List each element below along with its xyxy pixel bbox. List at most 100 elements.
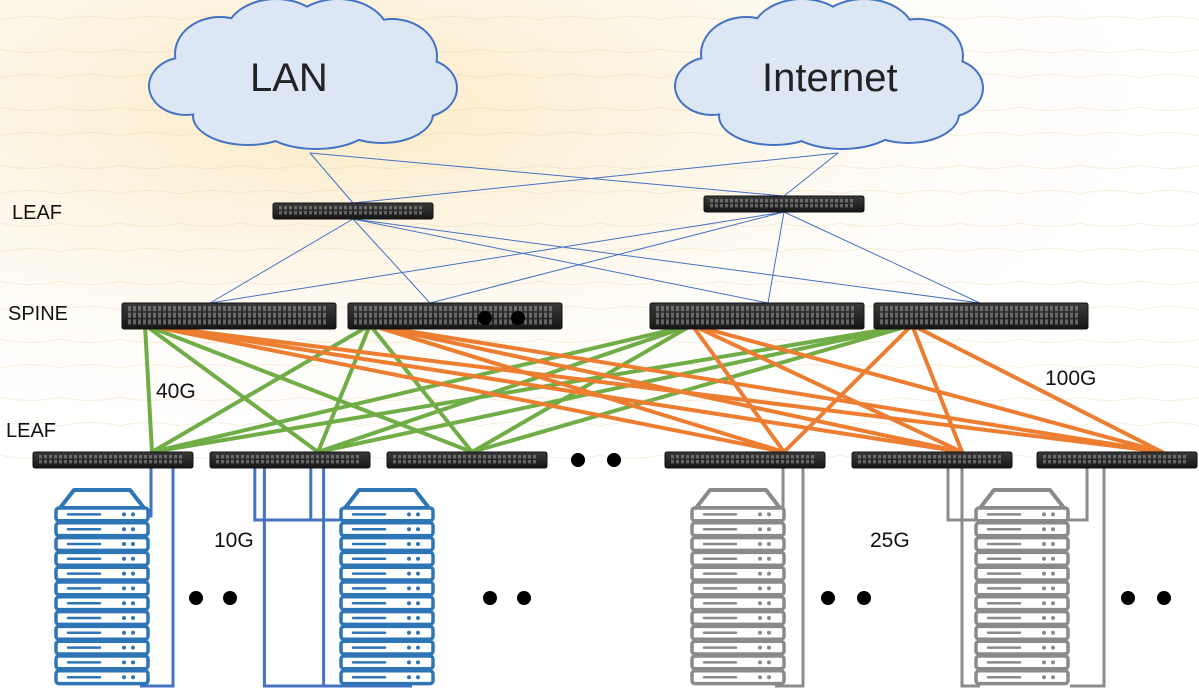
switch-port: [950, 319, 953, 325]
ellipsis-dot: [1157, 591, 1171, 605]
switch-port: [149, 455, 152, 459]
switch-port: [49, 460, 52, 464]
switch-port: [178, 319, 181, 325]
switch-port: [379, 206, 382, 210]
switch-port: [1093, 460, 1096, 464]
switch-port: [468, 460, 471, 464]
server-led: [767, 527, 771, 532]
switch-port: [1000, 312, 1003, 318]
server-unit: [690, 624, 786, 641]
switch-port: [780, 199, 783, 203]
switch-port: [291, 455, 294, 459]
uplink-lines: [209, 152, 981, 304]
cloud-body: [184, 38, 424, 122]
switch-port: [721, 319, 724, 325]
switch-port: [504, 306, 507, 312]
switch-port: [539, 312, 542, 318]
switch-port: [923, 455, 926, 459]
switch-port: [334, 206, 337, 210]
server-led: [758, 601, 762, 606]
switch-port: [1075, 312, 1078, 318]
switch-port: [414, 211, 417, 215]
leaf-switch-2: [209, 451, 371, 469]
server-led: [122, 527, 126, 532]
switch-port: [1020, 319, 1023, 325]
server-unit: [54, 669, 150, 686]
server-led: [407, 630, 411, 635]
switch-port: [529, 312, 532, 318]
switch-port: [815, 199, 818, 203]
switch-port: [299, 211, 302, 215]
switch-port: [324, 211, 327, 215]
switch-port: [208, 312, 211, 318]
switch-port: [846, 306, 849, 312]
switch-port: [549, 319, 552, 325]
switch-port: [276, 455, 279, 459]
switch-port: [800, 199, 803, 203]
switch-port: [289, 206, 292, 210]
switch-port: [233, 319, 236, 325]
switch-port: [504, 312, 507, 318]
server-led: [407, 527, 411, 532]
server-unit: [54, 639, 150, 656]
switch-port: [304, 206, 307, 210]
switch-port: [1030, 319, 1033, 325]
switch-port: [284, 211, 287, 215]
switch-port: [109, 460, 112, 464]
switch-port: [384, 211, 387, 215]
switch-port: [399, 211, 402, 215]
switch-port: [1078, 455, 1081, 459]
server-unit: [974, 624, 1070, 641]
switch-port: [513, 460, 516, 464]
switch-port: [883, 460, 886, 464]
switch-port: [369, 206, 372, 210]
switch-port: [331, 455, 334, 459]
switch-port: [341, 455, 344, 459]
switch-port: [1020, 306, 1023, 312]
server-led: [767, 512, 771, 517]
switch-port: [346, 455, 349, 459]
switch-port: [928, 460, 931, 464]
switch-port: [268, 306, 271, 312]
switch-port: [1070, 319, 1073, 325]
switch-port: [863, 460, 866, 464]
switch-port: [863, 455, 866, 459]
switch-port: [49, 455, 52, 459]
switch-port: [89, 460, 92, 464]
switch-port: [958, 455, 961, 459]
switch-port: [128, 312, 131, 318]
switch-port: [549, 312, 552, 318]
switch-port: [676, 312, 679, 318]
server-led: [416, 512, 420, 517]
server-top-cap: [978, 488, 1066, 510]
switch-port: [770, 204, 773, 208]
switch-port: [359, 312, 362, 318]
switch-port: [930, 312, 933, 318]
switch-port: [509, 319, 512, 325]
switch-port: [393, 460, 396, 464]
switch-port: [278, 312, 281, 318]
switch-port: [913, 455, 916, 459]
switch-port: [483, 460, 486, 464]
switch-port: [1163, 460, 1166, 464]
switch-port: [1148, 455, 1151, 459]
switch-port: [706, 455, 709, 459]
switch-port: [248, 306, 251, 312]
switch-port: [1068, 455, 1071, 459]
server-led: [1042, 675, 1046, 680]
server-unit: [339, 506, 435, 523]
switch-port: [84, 455, 87, 459]
switch-port: [221, 460, 224, 464]
switch-port: [820, 199, 823, 203]
switch-port: [124, 455, 127, 459]
switch-port: [1053, 455, 1056, 459]
server-led: [122, 675, 126, 680]
switch-port: [283, 312, 286, 318]
server-led: [1051, 616, 1055, 620]
switch-port: [895, 319, 898, 325]
switch-port: [419, 319, 422, 325]
ellipsis-dot: [571, 453, 585, 467]
switch-port: [766, 460, 769, 464]
switch-port: [464, 306, 467, 312]
switch-port: [761, 312, 764, 318]
